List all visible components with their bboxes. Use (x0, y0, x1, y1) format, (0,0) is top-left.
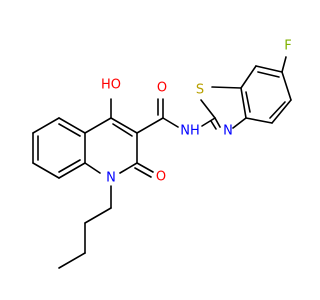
thiazole-nitrogen-label: N (223, 124, 233, 139)
amide-nitrogen-label: NH (180, 124, 200, 139)
hydroxyl-group: HO (101, 78, 121, 119)
butyl-chain (58, 185, 112, 269)
amide-oxygen-label: O (157, 81, 167, 96)
fluorine-label: F (284, 39, 291, 54)
quinoline-pyridone-ring (84, 117, 138, 174)
quinoline-benzo-ring (32, 117, 86, 179)
thiazole-sulfur-label: S (196, 83, 204, 98)
carboxamide-group: O NH (136, 81, 216, 139)
ring-nitrogen-label: N (106, 171, 116, 186)
molecule-structure: HO O N O NH S N (32, 39, 292, 269)
fluoro-substituent: F (281, 39, 292, 73)
lactam-carbonyl: O (134, 162, 166, 185)
lactam-oxygen-label: O (156, 170, 166, 185)
benzothiazole-thiazole-ring: S N (196, 83, 247, 139)
hydroxyl-label: HO (101, 78, 121, 93)
benzothiazole-benzo-ring (240, 65, 292, 124)
